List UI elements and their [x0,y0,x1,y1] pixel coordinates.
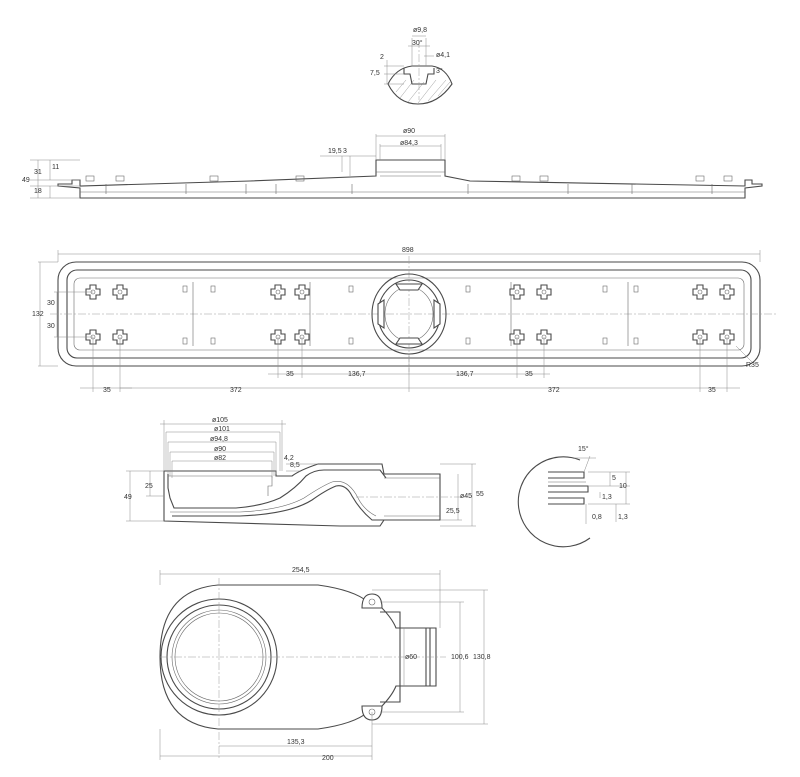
dim-4-2: 4,2 [284,455,294,462]
dim-25: 25 [145,483,153,490]
dim-d45: ø45 [460,493,472,500]
dim-d90: ø90 [403,128,415,135]
dim-49: 49 [22,177,30,184]
dim-11: 11 [52,164,59,171]
dim-1-3-lower: 1,3 [618,514,628,521]
dim-30-top: 30 [47,300,55,307]
dim-31: 31 [34,169,42,176]
dim-d9-8: ø9,8 [413,27,427,34]
plan-view: 898 132 30 30 R35 35 372 35 136,7 136,7 … [32,247,776,394]
dim-angle-30: 30° [412,39,423,47]
dim-135-3: 135,3 [287,739,305,746]
dim-35-mid-right: 35 [525,371,533,378]
dim-35-left: 35 [103,387,111,394]
dim-49-section: 49 [124,494,132,501]
dim-d60: ø60 [405,654,417,661]
dim-0-8: 0,8 [592,514,602,521]
dim-372-right: 372 [548,387,560,394]
dim-35-right: 35 [708,387,716,394]
detail-top: ø9,8 30° ø4,1 2 7,5 3° [370,27,453,105]
dim-19-5: 19,5 [328,148,342,155]
bottom-view: 254,5 ø60 100,6 130,8 135,3 200 [159,567,491,762]
dim-55: 55 [476,491,484,498]
dim-d90-section: ø90 [214,446,226,453]
dim-100-6: 100,6 [451,654,469,661]
section-view: ø105 ø101 ø94,8 ø90 ø82 4,2 8,5 25 49 ø4… [124,417,484,527]
dim-136-7-right: 136,7 [456,371,474,378]
dim-200: 200 [322,755,334,762]
dim-898: 898 [402,247,414,254]
dim-angle-3: 3° [436,67,443,75]
dim-30-bottom: 30 [47,323,55,330]
dim-8-5: 8,5 [290,462,300,469]
dim-d4-1: ø4,1 [436,52,450,59]
dim-angle-15: 15° [578,445,589,453]
dim-r35: R35 [746,362,759,369]
dim-18: 18 [34,188,42,195]
dim-d101: ø101 [214,426,230,433]
dim-3: 3 [343,148,347,155]
dim-10: 10 [619,483,627,490]
dim-254-5: 254,5 [292,567,310,574]
dim-130-8: 130,8 [473,654,491,661]
dim-d94-8: ø94,8 [210,436,228,443]
dim-1-3-upper: 1,3 [602,494,612,501]
dim-d84-3: ø84,3 [400,140,418,147]
dim-2: 2 [380,54,384,61]
dim-132: 132 [32,311,44,318]
dim-372-left: 372 [230,387,242,394]
dim-7-5: 7,5 [370,70,380,77]
dim-d82: ø82 [214,455,226,462]
dim-35-mid-left: 35 [286,371,294,378]
dim-25-5: 25,5 [446,508,460,515]
dim-d105: ø105 [212,417,228,424]
mounting-lugs [85,284,735,345]
dim-5: 5 [612,475,616,482]
profile-detail: 15° 5 10 1,3 0,8 1,3 [517,445,630,548]
dim-136-7-left: 136,7 [348,371,366,378]
side-view: ø90 ø84,3 19,5 3 11 31 49 18 [22,128,763,199]
